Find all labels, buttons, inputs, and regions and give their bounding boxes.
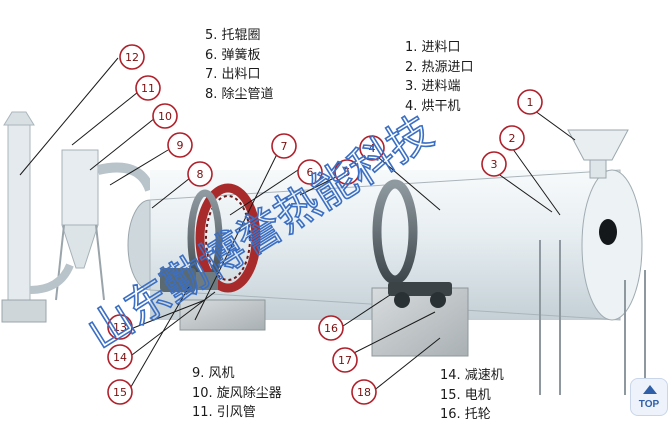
callout-18: 18	[351, 379, 377, 405]
legend-item: 3. 进料端	[405, 79, 461, 94]
svg-text:4: 4	[369, 142, 376, 155]
callout-1: 1	[517, 89, 543, 115]
callout-2: 2	[499, 125, 525, 151]
callout-16: 16	[318, 315, 344, 341]
callout-15: 15	[107, 379, 133, 405]
svg-text:13: 13	[113, 321, 127, 334]
legend-item: 8. 除尘管道	[205, 86, 274, 102]
leader-lines	[19, 57, 576, 393]
svg-text:11: 11	[141, 82, 155, 95]
cyclone-dust-collector	[29, 149, 155, 301]
svg-text:8: 8	[197, 168, 204, 181]
svg-text:3: 3	[491, 158, 498, 171]
legend-item: 4. 烘干机	[405, 98, 461, 114]
callout-5: 5	[334, 159, 360, 185]
svg-text:15: 15	[113, 386, 127, 399]
callout-12: 12	[119, 44, 145, 70]
svg-text:7: 7	[281, 140, 288, 153]
back-to-top-button[interactable]: TOP	[630, 378, 668, 416]
svg-text:2: 2	[509, 132, 516, 145]
legend-bottom-left: 9. 风机 10. 旋风除尘器 11. 引风管	[192, 364, 282, 423]
svg-text:17: 17	[338, 354, 352, 367]
legend-item: 6. 弹簧板	[205, 47, 261, 63]
callout-6: 6	[297, 159, 323, 185]
svg-text:1: 1	[527, 96, 534, 109]
exhaust-stack	[1, 111, 47, 323]
legend-item: 9. 风机	[192, 366, 235, 381]
legend-item: 10. 旋风除尘器	[192, 385, 282, 401]
legend-bottom-right: 14. 减速机 15. 电机 16. 托轮	[440, 366, 504, 425]
legend-item: 1. 进料口	[405, 40, 461, 55]
legend-item: 7. 出料口	[205, 67, 261, 82]
legend-item: 2. 热源进口	[405, 59, 474, 75]
callout-13: 13	[107, 314, 133, 340]
svg-text:6: 6	[307, 166, 314, 179]
foundation-bases	[179, 282, 469, 357]
ring-gear	[195, 183, 261, 293]
callout-9: 9	[167, 132, 193, 158]
callout-8: 8	[187, 161, 213, 187]
legend-item: 5. 托辊圈	[205, 28, 261, 43]
feed-hopper	[567, 129, 629, 179]
callouts: 12 11 10 9 8 7 6 5 4 2 3 1 13 14 15 16 1…	[107, 44, 543, 405]
legend-top-right: 1. 进料口 2. 热源进口 3. 进料端 4. 烘干机	[405, 38, 474, 116]
svg-text:18: 18	[357, 386, 371, 399]
legend-top-left: 5. 托辊圈 6. 弹簧板 7. 出料口 8. 除尘管道	[205, 26, 274, 104]
legend-item: 11. 引风管	[192, 405, 256, 420]
callout-17: 17	[332, 347, 358, 373]
svg-text:16: 16	[324, 322, 338, 335]
legend-item: 14. 减速机	[440, 368, 504, 383]
svg-text:5: 5	[344, 166, 351, 179]
support-legs	[539, 240, 646, 395]
callout-10: 10	[152, 103, 178, 129]
legend-item: 16. 托轮	[440, 407, 491, 422]
callout-4: 4	[359, 135, 385, 161]
svg-text:14: 14	[113, 351, 127, 364]
callout-14: 14	[107, 344, 133, 370]
callout-3: 3	[481, 151, 507, 177]
svg-text:12: 12	[125, 51, 139, 64]
svg-text:9: 9	[177, 139, 184, 152]
callout-7: 7	[271, 133, 297, 159]
legend-item: 15. 电机	[440, 387, 491, 403]
svg-text:10: 10	[158, 110, 172, 123]
callout-11: 11	[135, 75, 161, 101]
